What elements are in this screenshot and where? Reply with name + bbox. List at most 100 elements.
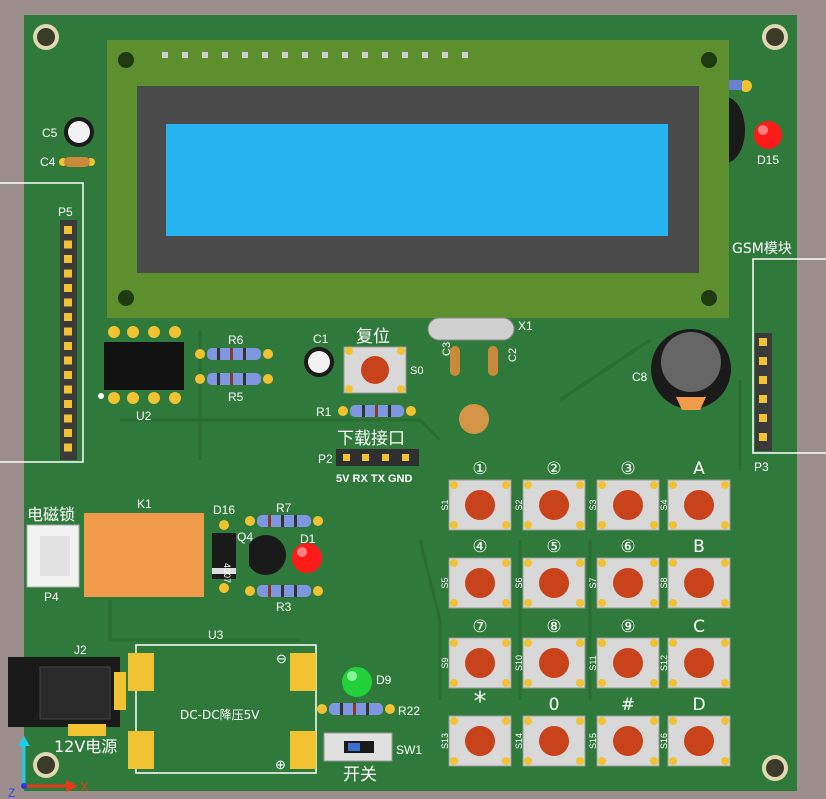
button-cap xyxy=(465,568,495,598)
button-cap xyxy=(613,568,643,598)
key-label: ③ xyxy=(620,459,635,479)
resistor-r1 xyxy=(338,405,416,417)
d15-label: D15 xyxy=(757,153,779,167)
transistor-q4 xyxy=(243,535,286,575)
button-cap xyxy=(684,648,714,678)
s0-label: S0 xyxy=(410,365,423,377)
axis-indicator xyxy=(18,736,78,792)
keypad-key-s13[interactable] xyxy=(448,715,512,767)
keypad-key-s8[interactable] xyxy=(667,557,731,609)
download-label: 下载接口 xyxy=(337,429,405,449)
keypad-key-s5[interactable] xyxy=(448,557,512,609)
key-label: ⑧ xyxy=(546,617,561,637)
button-cap xyxy=(613,490,643,520)
u2-label: U2 xyxy=(136,409,152,423)
r6-label: R6 xyxy=(228,333,244,347)
power-label: 12V电源 xyxy=(54,737,117,756)
r22-label: R22 xyxy=(398,704,420,718)
header-pin xyxy=(759,357,767,365)
keypad-key-s11[interactable] xyxy=(596,637,660,689)
header-pin xyxy=(64,269,72,278)
switch-label: 开关 xyxy=(343,765,377,785)
key-ref-label: S7 xyxy=(588,577,598,588)
reset-button[interactable] xyxy=(343,346,407,394)
key-label: * xyxy=(474,687,487,717)
key-ref-label: S12 xyxy=(659,655,669,671)
button-cap xyxy=(684,568,714,598)
keypad-key-s15[interactable] xyxy=(596,715,660,767)
header-pin xyxy=(64,443,72,452)
key-label: ⑦ xyxy=(472,617,487,637)
keypad-key-s12[interactable] xyxy=(667,637,731,689)
p3-label: P3 xyxy=(754,460,769,474)
button-cap xyxy=(539,568,569,598)
key-label: ① xyxy=(472,459,487,479)
header-pin xyxy=(64,327,72,336)
key-ref-label: S15 xyxy=(588,733,598,749)
key-label: ② xyxy=(546,459,561,479)
resistor-r5 xyxy=(195,373,273,385)
header-pin xyxy=(64,226,72,234)
dcdc-label: DC-DC降压5V xyxy=(180,708,260,722)
switch-sw1[interactable] xyxy=(323,732,393,762)
relay-k1 xyxy=(84,513,204,597)
button-cap xyxy=(465,648,495,678)
keypad-key-s9[interactable] xyxy=(448,637,512,689)
resistor-r22 xyxy=(317,703,395,715)
button-cap xyxy=(465,490,495,520)
c8-label: C8 xyxy=(632,370,648,384)
keypad-key-s4[interactable] xyxy=(667,479,731,531)
axis-z-label: Z xyxy=(8,786,15,799)
key-ref-label: S13 xyxy=(440,733,450,749)
keypad-key-s3[interactable] xyxy=(596,479,660,531)
header-pin xyxy=(759,395,767,403)
capacitor-c1 xyxy=(304,347,334,377)
keypad-key-s10[interactable] xyxy=(522,637,586,689)
resistor-r6 xyxy=(195,348,273,360)
r1-label: R1 xyxy=(316,405,332,419)
capacitor-c4 xyxy=(59,157,95,167)
traces xyxy=(108,330,742,700)
keypad-key-s6[interactable] xyxy=(522,557,586,609)
keypad-key-s2[interactable] xyxy=(522,479,586,531)
header-pin xyxy=(759,338,767,346)
button-cap xyxy=(539,648,569,678)
p3-pins xyxy=(759,338,767,441)
diode-d16 xyxy=(212,520,236,593)
button-cap xyxy=(684,726,714,756)
power-jack-j2 xyxy=(8,657,126,736)
keypad-key-s7[interactable] xyxy=(596,557,660,609)
d16-label: D16 xyxy=(213,503,235,517)
button-cap xyxy=(465,726,495,756)
dcdc-module-u3 xyxy=(128,644,317,774)
keypad-key-s14[interactable] xyxy=(522,715,586,767)
header-pin xyxy=(64,255,72,263)
u3-label: U3 xyxy=(208,628,224,642)
key-label: # xyxy=(621,695,635,715)
resistor-r3 xyxy=(245,585,323,597)
orange-disc xyxy=(459,404,489,434)
header-pin xyxy=(759,433,767,441)
axis-x-label: X xyxy=(80,779,89,794)
keypad-key-s16[interactable] xyxy=(667,715,731,767)
x1-label: X1 xyxy=(518,319,533,333)
led-d1 xyxy=(292,543,322,573)
sw1-label: SW1 xyxy=(396,743,422,757)
key-label: A xyxy=(693,459,705,479)
capacitor-c8 xyxy=(651,329,731,410)
p5-pins xyxy=(64,226,72,452)
keypad-key-s1[interactable] xyxy=(448,479,512,531)
crystal-x1 xyxy=(427,317,515,341)
button-cap xyxy=(684,490,714,520)
key-label: ⑤ xyxy=(546,537,561,557)
key-ref-label: S3 xyxy=(588,499,598,510)
key-label: D xyxy=(692,695,705,715)
r5-label: R5 xyxy=(228,390,244,404)
key-ref-label: S8 xyxy=(659,577,669,588)
key-ref-label: S16 xyxy=(659,733,669,749)
p2-pins xyxy=(343,454,409,461)
key-ref-label: S2 xyxy=(514,499,524,510)
key-ref-label: S14 xyxy=(514,733,524,749)
d9-label: D9 xyxy=(376,673,392,687)
